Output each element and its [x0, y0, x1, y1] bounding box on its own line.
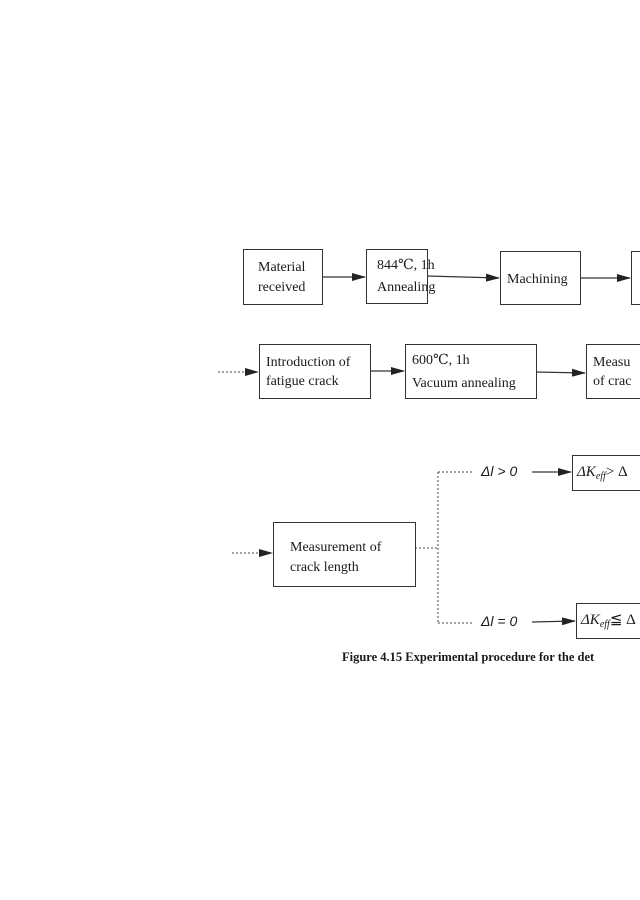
result-suffix: ≦ Δ [609, 612, 636, 628]
box-text: Measurement of [290, 540, 382, 555]
box-text: 600℃, 1h [412, 353, 470, 368]
box-text: Introduction of [266, 355, 351, 370]
box-text: 844℃, 1h [377, 258, 435, 273]
box-text: of crac [593, 374, 632, 389]
box-result-keff-greater: ΔKeff> Δ [572, 455, 640, 491]
box-text: Vacuum annealing [412, 376, 516, 391]
box-material-received: Material received [243, 249, 323, 305]
box-machining: Machining [500, 251, 581, 305]
box-annealing-844: 844℃, 1h Annealing [366, 249, 435, 304]
result-prefix: ΔK [577, 464, 596, 480]
condition-delta-l-greater-zero: Δl > 0 [481, 463, 518, 479]
box-text: received [258, 280, 306, 295]
condition-delta-l-equal-zero: Δl = 0 [481, 613, 518, 629]
box-vacuum-annealing: 600℃, 1h Vacuum annealing [405, 344, 537, 399]
arrow-vacuum-to-measure [535, 368, 586, 377]
box-introduction-fatigue-crack: Introduction of fatigue crack [259, 344, 371, 399]
result-sub: eff [595, 471, 606, 482]
result-prefix: ΔK [581, 612, 600, 628]
arrow-annealing-to-machining [426, 273, 500, 282]
box-text: Material [258, 260, 306, 275]
result-suffix: > Δ [605, 464, 628, 480]
box-result-keff-less-equal: ΔKeff≦ Δ [576, 603, 640, 639]
box-text: crack length [290, 560, 359, 575]
box-next-partial [631, 251, 640, 305]
figure-caption: Figure 4.15 Experimental procedure for t… [342, 650, 595, 664]
box-text: Measu [593, 355, 631, 370]
result-text: ΔKeff> Δ [577, 463, 628, 486]
box-text: Annealing [377, 280, 436, 295]
result-text: ΔKeff≦ Δ [581, 611, 636, 634]
box-text: Machining [507, 272, 568, 287]
box-measurement-crack-length: Measurement of crack length [273, 522, 416, 587]
result-sub: eff [599, 619, 610, 630]
box-measurement-partial: Measu of crac [586, 344, 640, 399]
arrow-down-result [531, 617, 576, 626]
box-text: fatigue crack [266, 374, 339, 389]
